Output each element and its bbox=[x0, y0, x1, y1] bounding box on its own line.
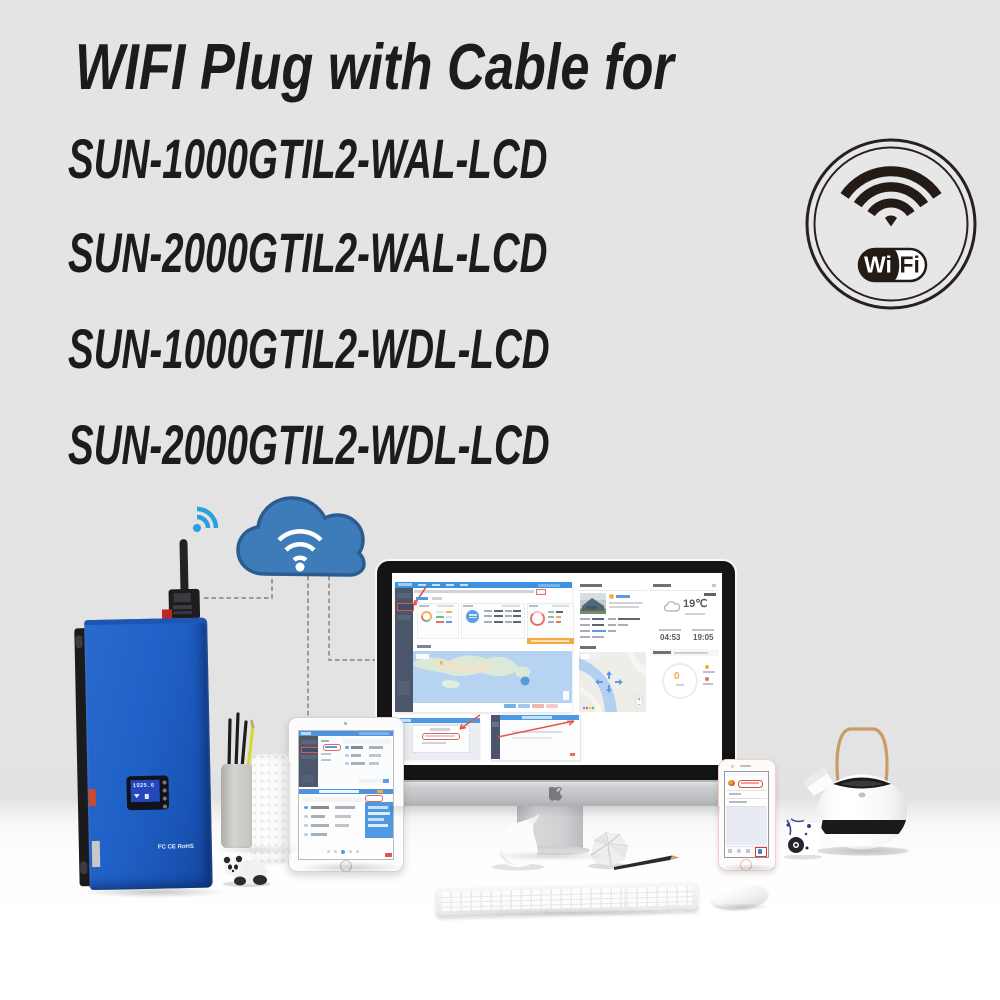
svg-text:Wi: Wi bbox=[864, 252, 892, 278]
svg-text:Fi: Fi bbox=[900, 252, 920, 278]
